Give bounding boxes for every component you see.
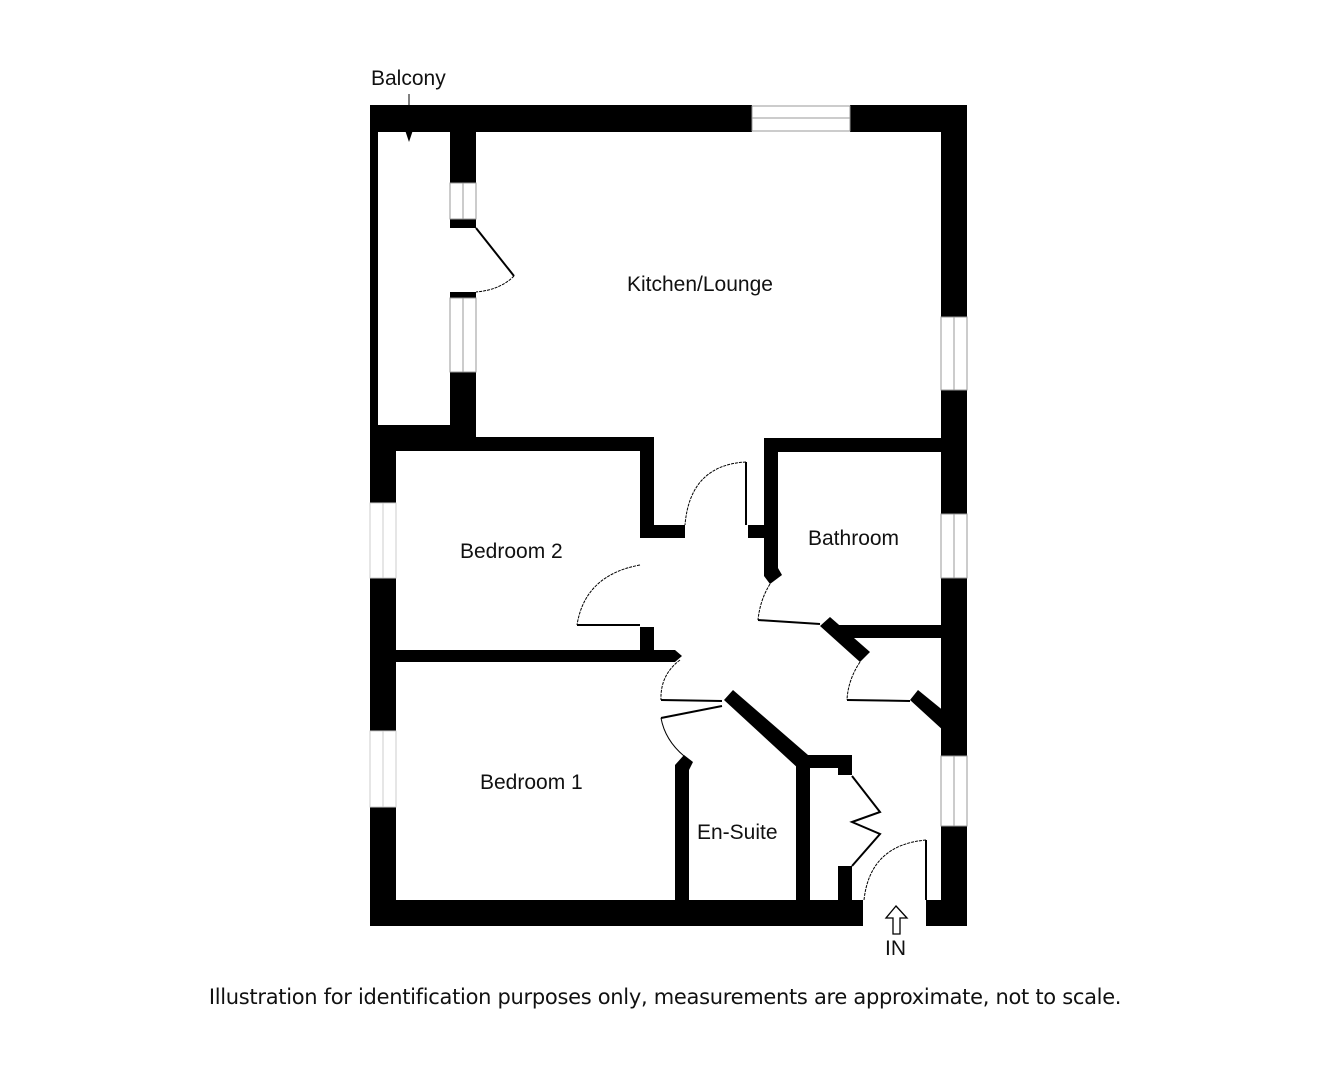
entrance-label: IN — [885, 937, 906, 960]
room-label-bathroom: Bathroom — [808, 527, 899, 550]
balcony-outline — [370, 105, 450, 437]
windows — [369, 105, 968, 827]
interior-walls — [396, 438, 945, 906]
disclaimer-text: Illustration for identification purposes… — [208, 985, 1122, 1009]
balcony-arrow-icon — [405, 94, 413, 142]
room-label-bedroom-2: Bedroom 2 — [460, 540, 563, 563]
room-label-kitchen-lounge: Kitchen/Lounge — [627, 273, 773, 296]
balcony-label: Balcony — [371, 67, 446, 90]
doors — [475, 227, 927, 901]
outer-walls — [370, 105, 967, 926]
room-label-bedroom-1: Bedroom 1 — [480, 771, 583, 794]
room-label-en-suite: En-Suite — [697, 821, 778, 844]
entrance-arrow-icon — [884, 905, 909, 935]
